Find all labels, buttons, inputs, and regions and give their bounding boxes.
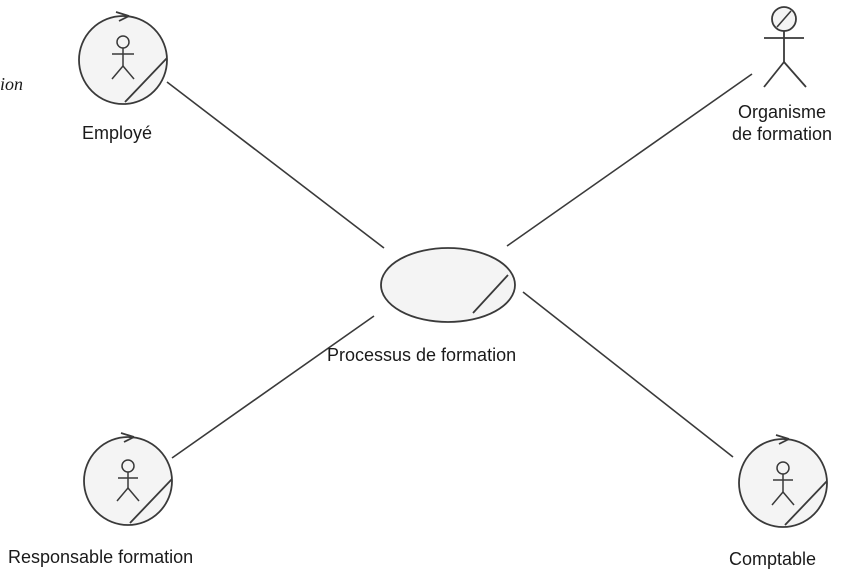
actor-responsable-icon [83, 432, 173, 526]
actor-employe-icon [78, 11, 168, 105]
association-organisme [506, 73, 753, 247]
use-case-label: Processus de formation [327, 345, 517, 365]
actor-organisme-icon [763, 6, 807, 88]
association-responsable [171, 315, 375, 459]
actor-organisme-label: Organisme de formation [720, 101, 844, 145]
actor-responsable-label: Responsable formation [8, 547, 194, 567]
association-comptable [522, 291, 734, 458]
actor-organisme-label-line2: de formation [731, 124, 833, 144]
cut-off-text: ion [0, 74, 24, 94]
association-employe [166, 81, 385, 249]
actor-organisme-label-line1: Organisme [737, 102, 827, 122]
actor-comptable-label: Comptable [729, 549, 817, 569]
actor-comptable-icon [738, 434, 828, 528]
use-case-processus [380, 247, 516, 323]
actor-employe-label: Employé [82, 123, 153, 143]
